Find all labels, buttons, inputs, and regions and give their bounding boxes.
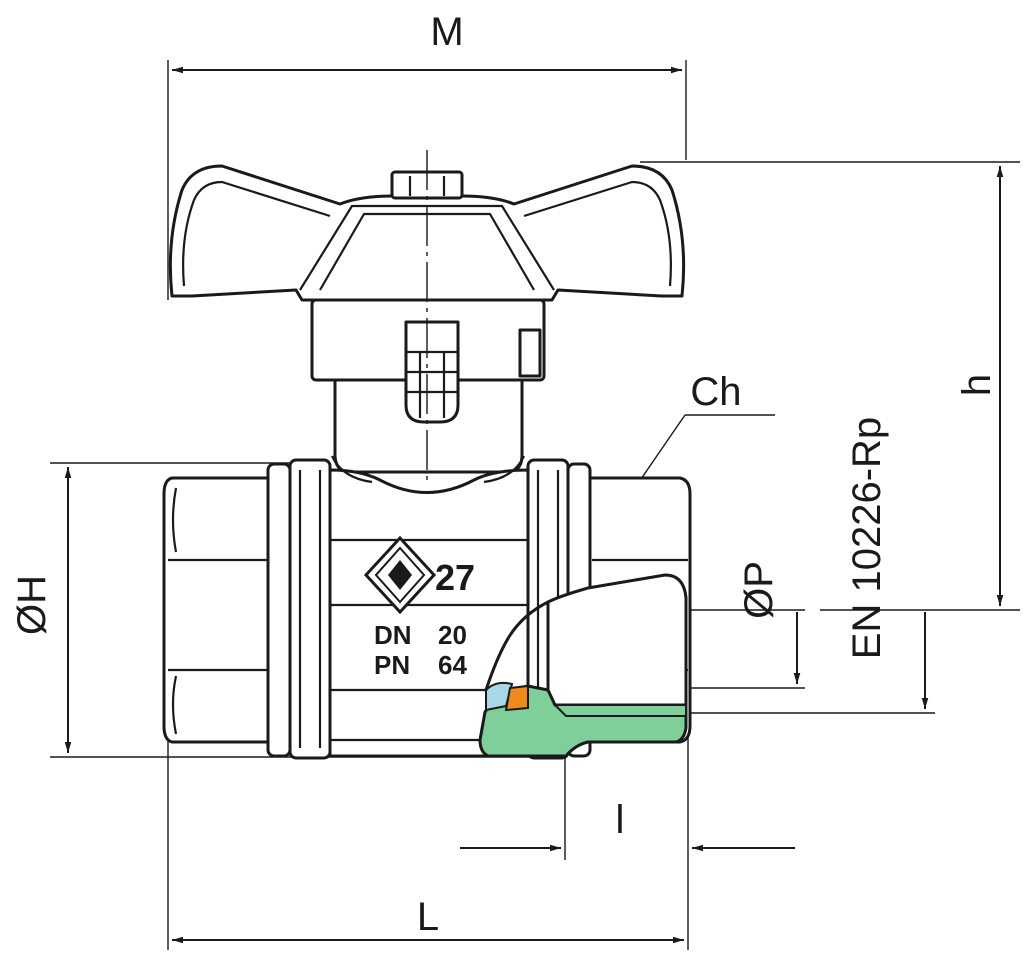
dimension-h-label: h	[955, 374, 999, 396]
pn-label-marking: PN	[374, 650, 410, 680]
dimension-body-diameter-label: ØH	[10, 575, 54, 635]
pn-value-marking: 64	[438, 650, 467, 680]
manufacturer-diamond-logo	[363, 535, 437, 615]
dn-value-marking: 20	[438, 620, 467, 650]
dimension-m-label: M	[430, 10, 463, 54]
thread-standard-label: EN 10226-Rp	[845, 417, 889, 659]
dn-label-marking: DN	[374, 620, 412, 650]
gasket-section-orange	[504, 684, 529, 712]
valve-stem	[310, 298, 546, 474]
dimension-l-label: L	[417, 895, 439, 939]
size-code-marking: 27	[435, 557, 475, 598]
dimension-m: M	[167, 10, 687, 300]
dimension-h: h	[640, 161, 1020, 611]
thread-standard-callout: EN 10226-Rp	[560, 417, 935, 714]
cutaway-section	[478, 573, 688, 758]
dimension-bore-diameter-label: ØP	[737, 561, 781, 619]
dimension-thread-length-label: l	[616, 798, 625, 842]
wrench-size-label: Ch	[690, 370, 741, 414]
